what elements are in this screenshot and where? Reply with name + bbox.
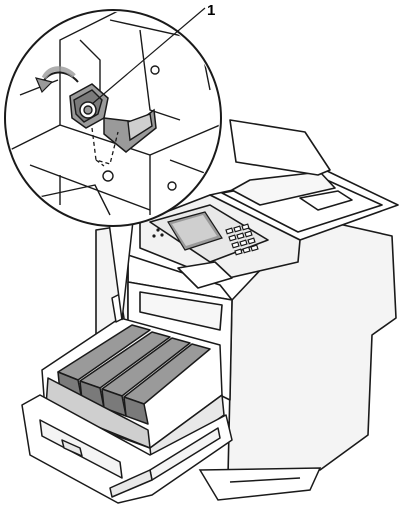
magnifier-callout: 1 (4, 2, 222, 321)
front-cover (21, 394, 233, 504)
drum-unit (41, 293, 225, 467)
paper-tray (198, 467, 322, 501)
cover-latch (61, 439, 83, 457)
callout-leader-line (91, 7, 206, 105)
lever-icon (69, 83, 157, 167)
magnifier-circle (4, 9, 222, 227)
keypad (225, 223, 259, 256)
callout-number-1: 1 (207, 2, 215, 19)
control-panel (152, 211, 259, 256)
